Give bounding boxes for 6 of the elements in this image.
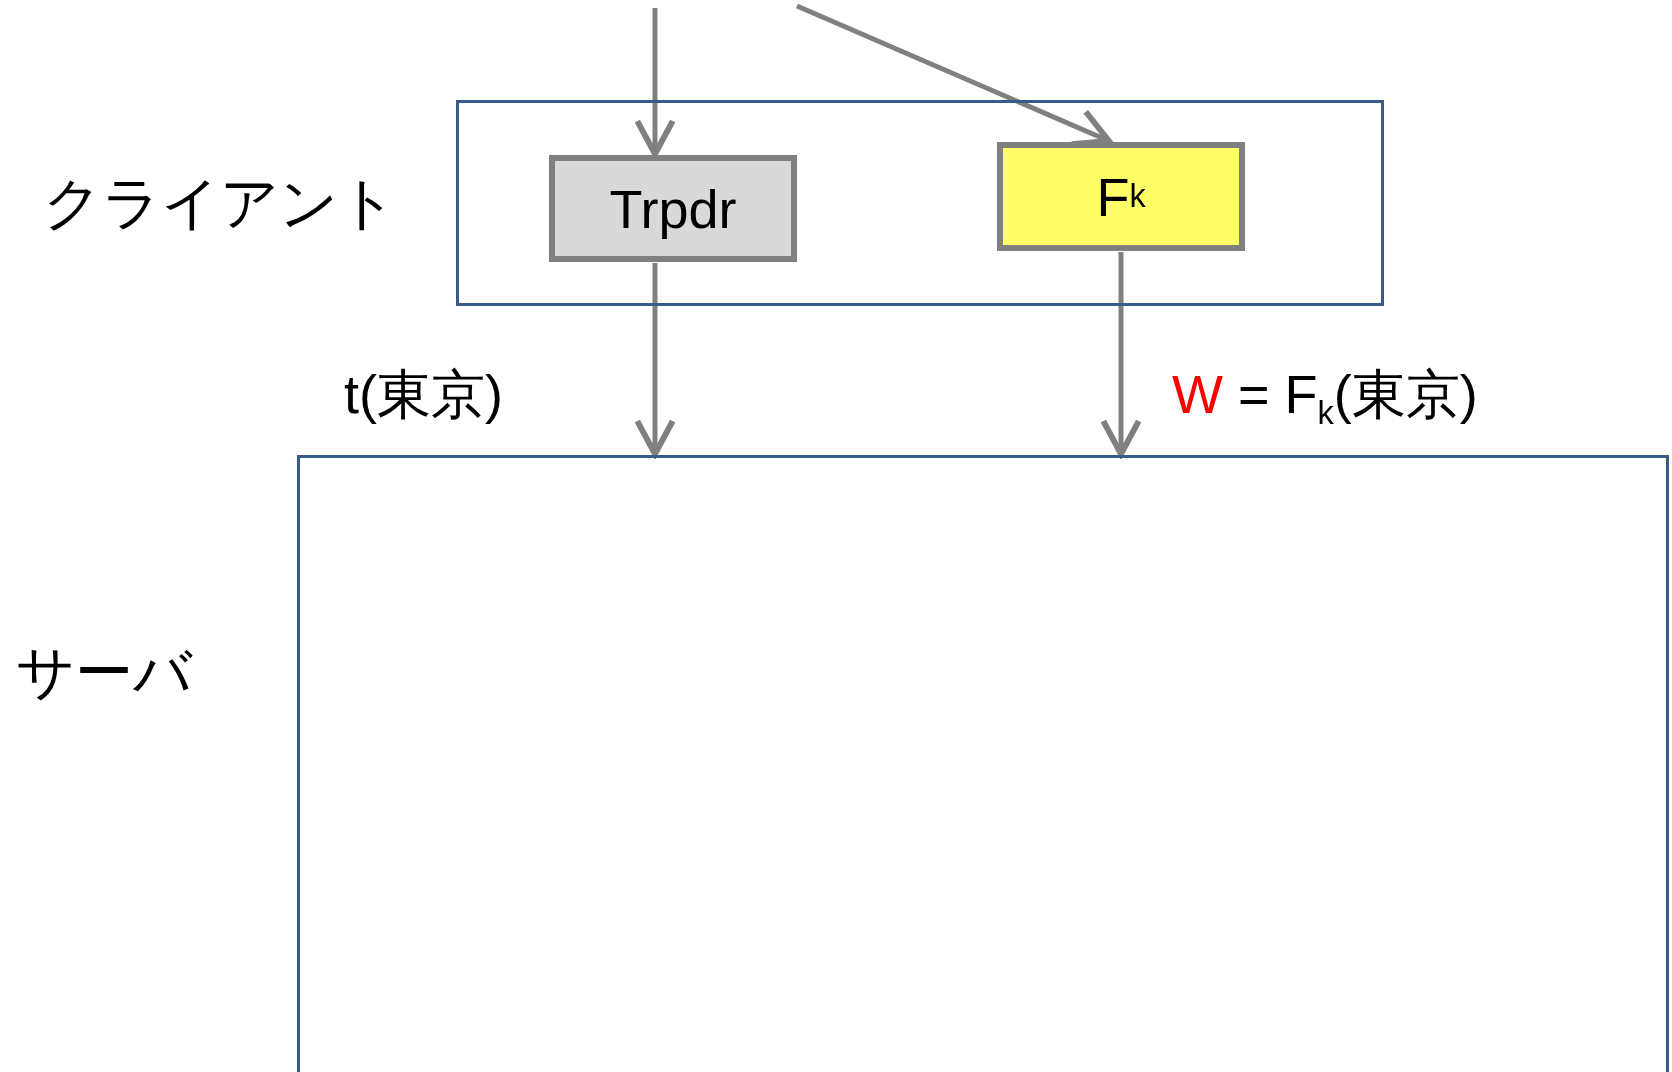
lane-label: クライアント	[43, 174, 397, 232]
lane-label: サーバ	[16, 643, 192, 701]
arrow	[1100, 252, 1142, 457]
arrow	[634, 263, 676, 457]
process-box: Trpdr	[549, 155, 797, 262]
arrow	[634, 8, 676, 157]
